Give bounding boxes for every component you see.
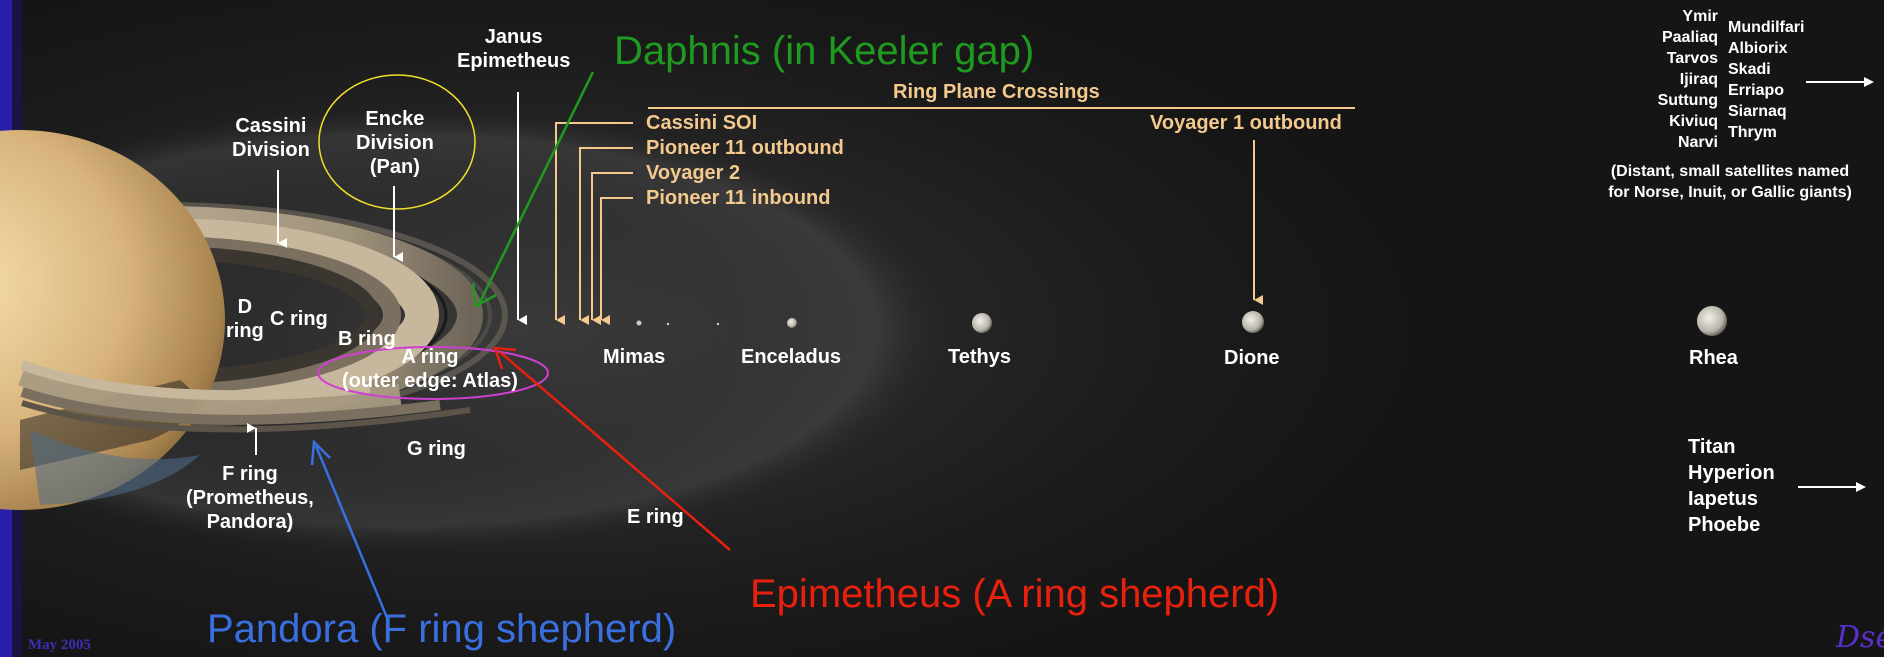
moon-label-dione: Dione — [1224, 347, 1280, 369]
atlas-highlight-ellipse — [317, 346, 549, 400]
author-signature: Dseal — [1836, 620, 1884, 655]
ring-plane-crossings-title: Ring Plane Crossings — [893, 81, 1100, 103]
moon-label-tethys: Tethys — [948, 346, 1011, 368]
cassini-division-label: Cassini Division — [232, 115, 310, 161]
c-ring-label: C ring — [270, 308, 328, 330]
tiny-moon-dot — [666, 322, 670, 326]
irregular-moons-left: Ymir Paaliaq Tarvos Ijiraq Suttung Kiviu… — [1657, 8, 1718, 151]
moon-label-mimas: Mimas — [603, 346, 666, 368]
encke-highlight-circle — [318, 74, 476, 210]
irregular-moons-note: (Distant, small satellites named for Nor… — [1608, 163, 1852, 201]
epimetheus-arrow — [493, 346, 731, 551]
a-ring-label: A ring (outer edge: Atlas) — [342, 346, 518, 392]
tethys-dot — [972, 313, 992, 333]
ring-plane-crossings-lines — [555, 107, 1355, 325]
crossing-pioneer11-outbound: Pioneer 11 outbound — [646, 137, 844, 159]
dione-dot — [1242, 311, 1264, 333]
tiny-moon-dot — [636, 320, 642, 326]
b-ring-label: B ring — [338, 328, 396, 350]
crossing-voyager2: Voyager 2 — [646, 162, 741, 184]
outer-moons-list: Titan Hyperion Iapetus Phoebe — [1688, 436, 1775, 536]
rhea-dot — [1697, 306, 1727, 336]
moon-label-enceladus: Enceladus — [741, 346, 842, 368]
epimetheus-shepherd-label: Epimetheus (A ring shepherd) — [750, 572, 1280, 616]
irregular-moons-right: Mundilfari Albiorix Skadi Erriapo Siarna… — [1728, 19, 1805, 141]
crossing-pioneer11-inbound: Pioneer 11 inbound — [646, 187, 831, 209]
pandora-shepherd-label: Pandora (F ring shepherd) — [207, 607, 677, 651]
mimas-dot — [787, 318, 797, 328]
date-stamp: May 2005 — [28, 637, 91, 653]
daphnis-label: Daphnis (in Keeler gap) — [614, 29, 1035, 73]
e-ring-label: E ring — [627, 506, 684, 528]
crossing-voyager1-outbound: Voyager 1 outbound — [1150, 112, 1342, 134]
encke-division-label: Encke Division (Pan) — [356, 108, 434, 178]
pandora-arrow — [310, 439, 390, 621]
janus-epimetheus-label: Janus Epimetheus — [457, 26, 571, 72]
crossing-cassini-soi: Cassini SOI — [646, 112, 758, 134]
d-ring-label: D ring — [226, 296, 264, 342]
f-ring-label: F ring (Prometheus, Pandora) — [186, 463, 314, 533]
tiny-moon-dot — [716, 322, 720, 326]
g-ring-label: G ring — [407, 438, 466, 460]
moon-label-rhea: Rhea — [1689, 347, 1738, 369]
daphnis-arrow — [471, 71, 595, 308]
